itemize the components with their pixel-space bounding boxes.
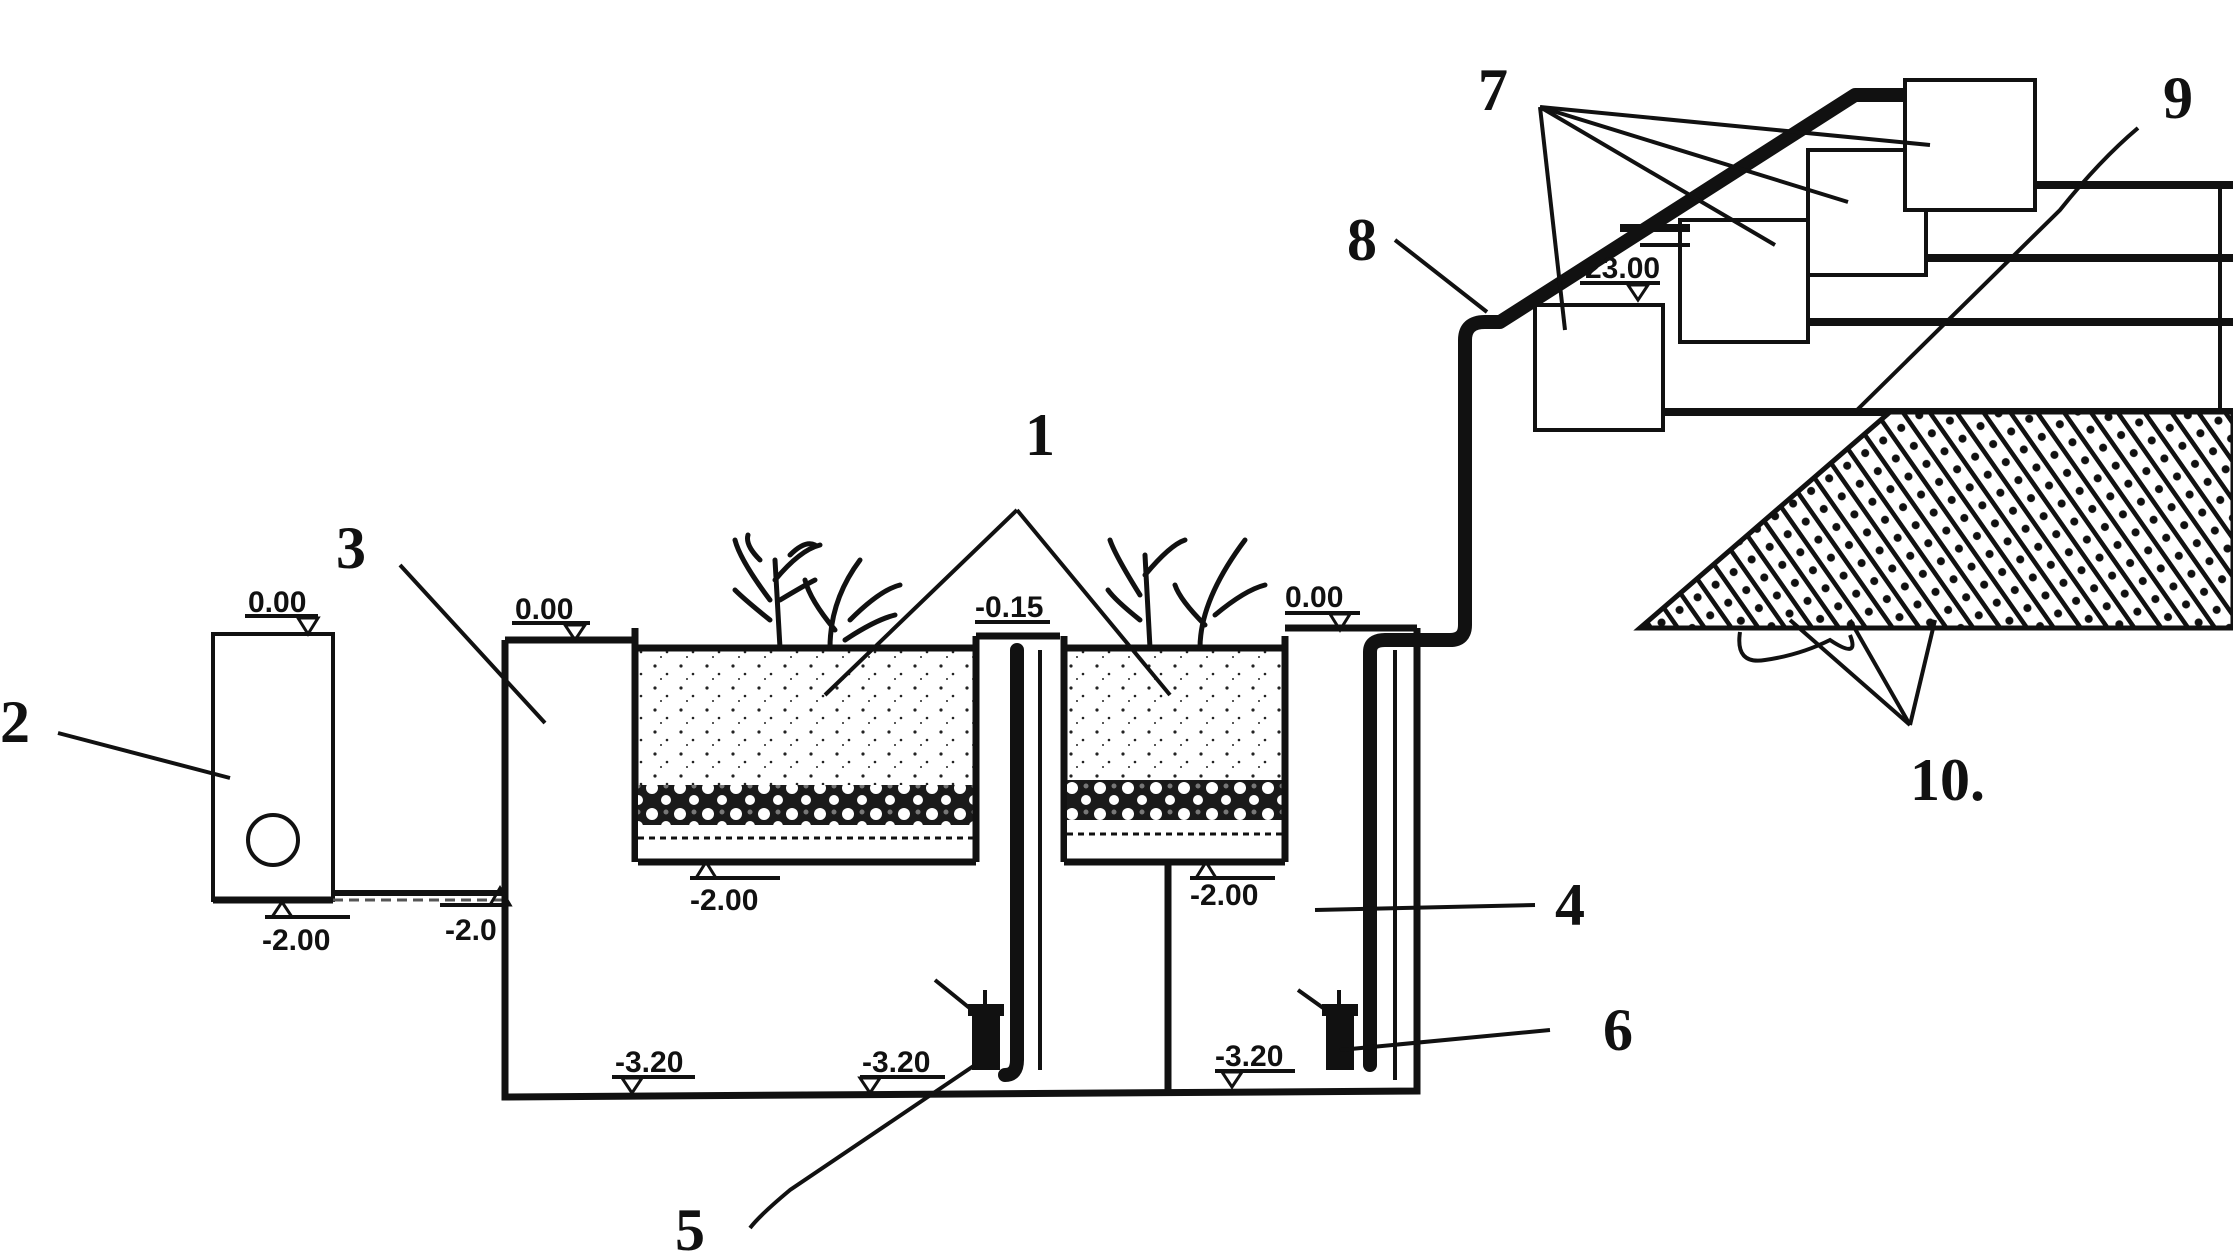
plant-icon: [732, 532, 903, 651]
elevation-tank2-top: 0.00: [248, 586, 306, 619]
ref-number-3: 3: [336, 515, 366, 581]
elevation-tank4-top: 0.00: [1285, 581, 1343, 614]
ref-number-7: 7: [1478, 57, 1508, 123]
leader-lines: [57, 105, 2140, 1230]
elevation-pipe-inlet: -2.0: [445, 914, 497, 947]
elevation-pump6-floor: -3.20: [1215, 1040, 1283, 1073]
elevation-tank2-bottom: -2.00: [262, 924, 330, 957]
elevation-header-tank: 23.00: [1585, 252, 1660, 285]
tank-2-outlet-icon: [246, 813, 300, 867]
elevation-markers: [245, 281, 1660, 1096]
ref-number-5: 5: [675, 1197, 705, 1254]
tank-2: [211, 632, 335, 904]
ref-number-6: 6: [1603, 997, 1633, 1063]
vertical-pipe-5: [976, 632, 1060, 1082]
elevation-wetland2-bottom: -2.00: [1190, 879, 1258, 912]
inlet-pipe: [333, 890, 508, 902]
ref-number-8: 8: [1347, 207, 1377, 273]
elevation-tank3-top: 0.00: [515, 593, 573, 626]
ref-number-1: 1: [1025, 402, 1055, 468]
main-structure: [501, 628, 1421, 1101]
wetland-bed-1: [638, 636, 980, 866]
riser-pipe-8: [1285, 88, 1912, 1080]
elevation-tank3-floor: -3.20: [615, 1046, 683, 1079]
elevation-pump5-floor: -3.20: [862, 1046, 930, 1079]
elevation-wetland1-bottom: -2.00: [690, 884, 758, 917]
soil-field-10: [1633, 409, 2233, 663]
pump-6-icon: [1322, 990, 1358, 1070]
ref-number-9: 9: [2163, 65, 2193, 131]
header-tanks-7: [1533, 78, 2037, 432]
ref-number-2: 2: [0, 689, 30, 755]
wetland-bed-2: [1060, 636, 1289, 866]
elevation-wetland-divider: -0.15: [975, 591, 1043, 624]
plant-icon: [1105, 537, 1268, 651]
ref-number-10: 10.: [1910, 747, 1985, 813]
pump-5-icon: [968, 990, 1004, 1070]
ref-number-4: 4: [1555, 872, 1585, 938]
